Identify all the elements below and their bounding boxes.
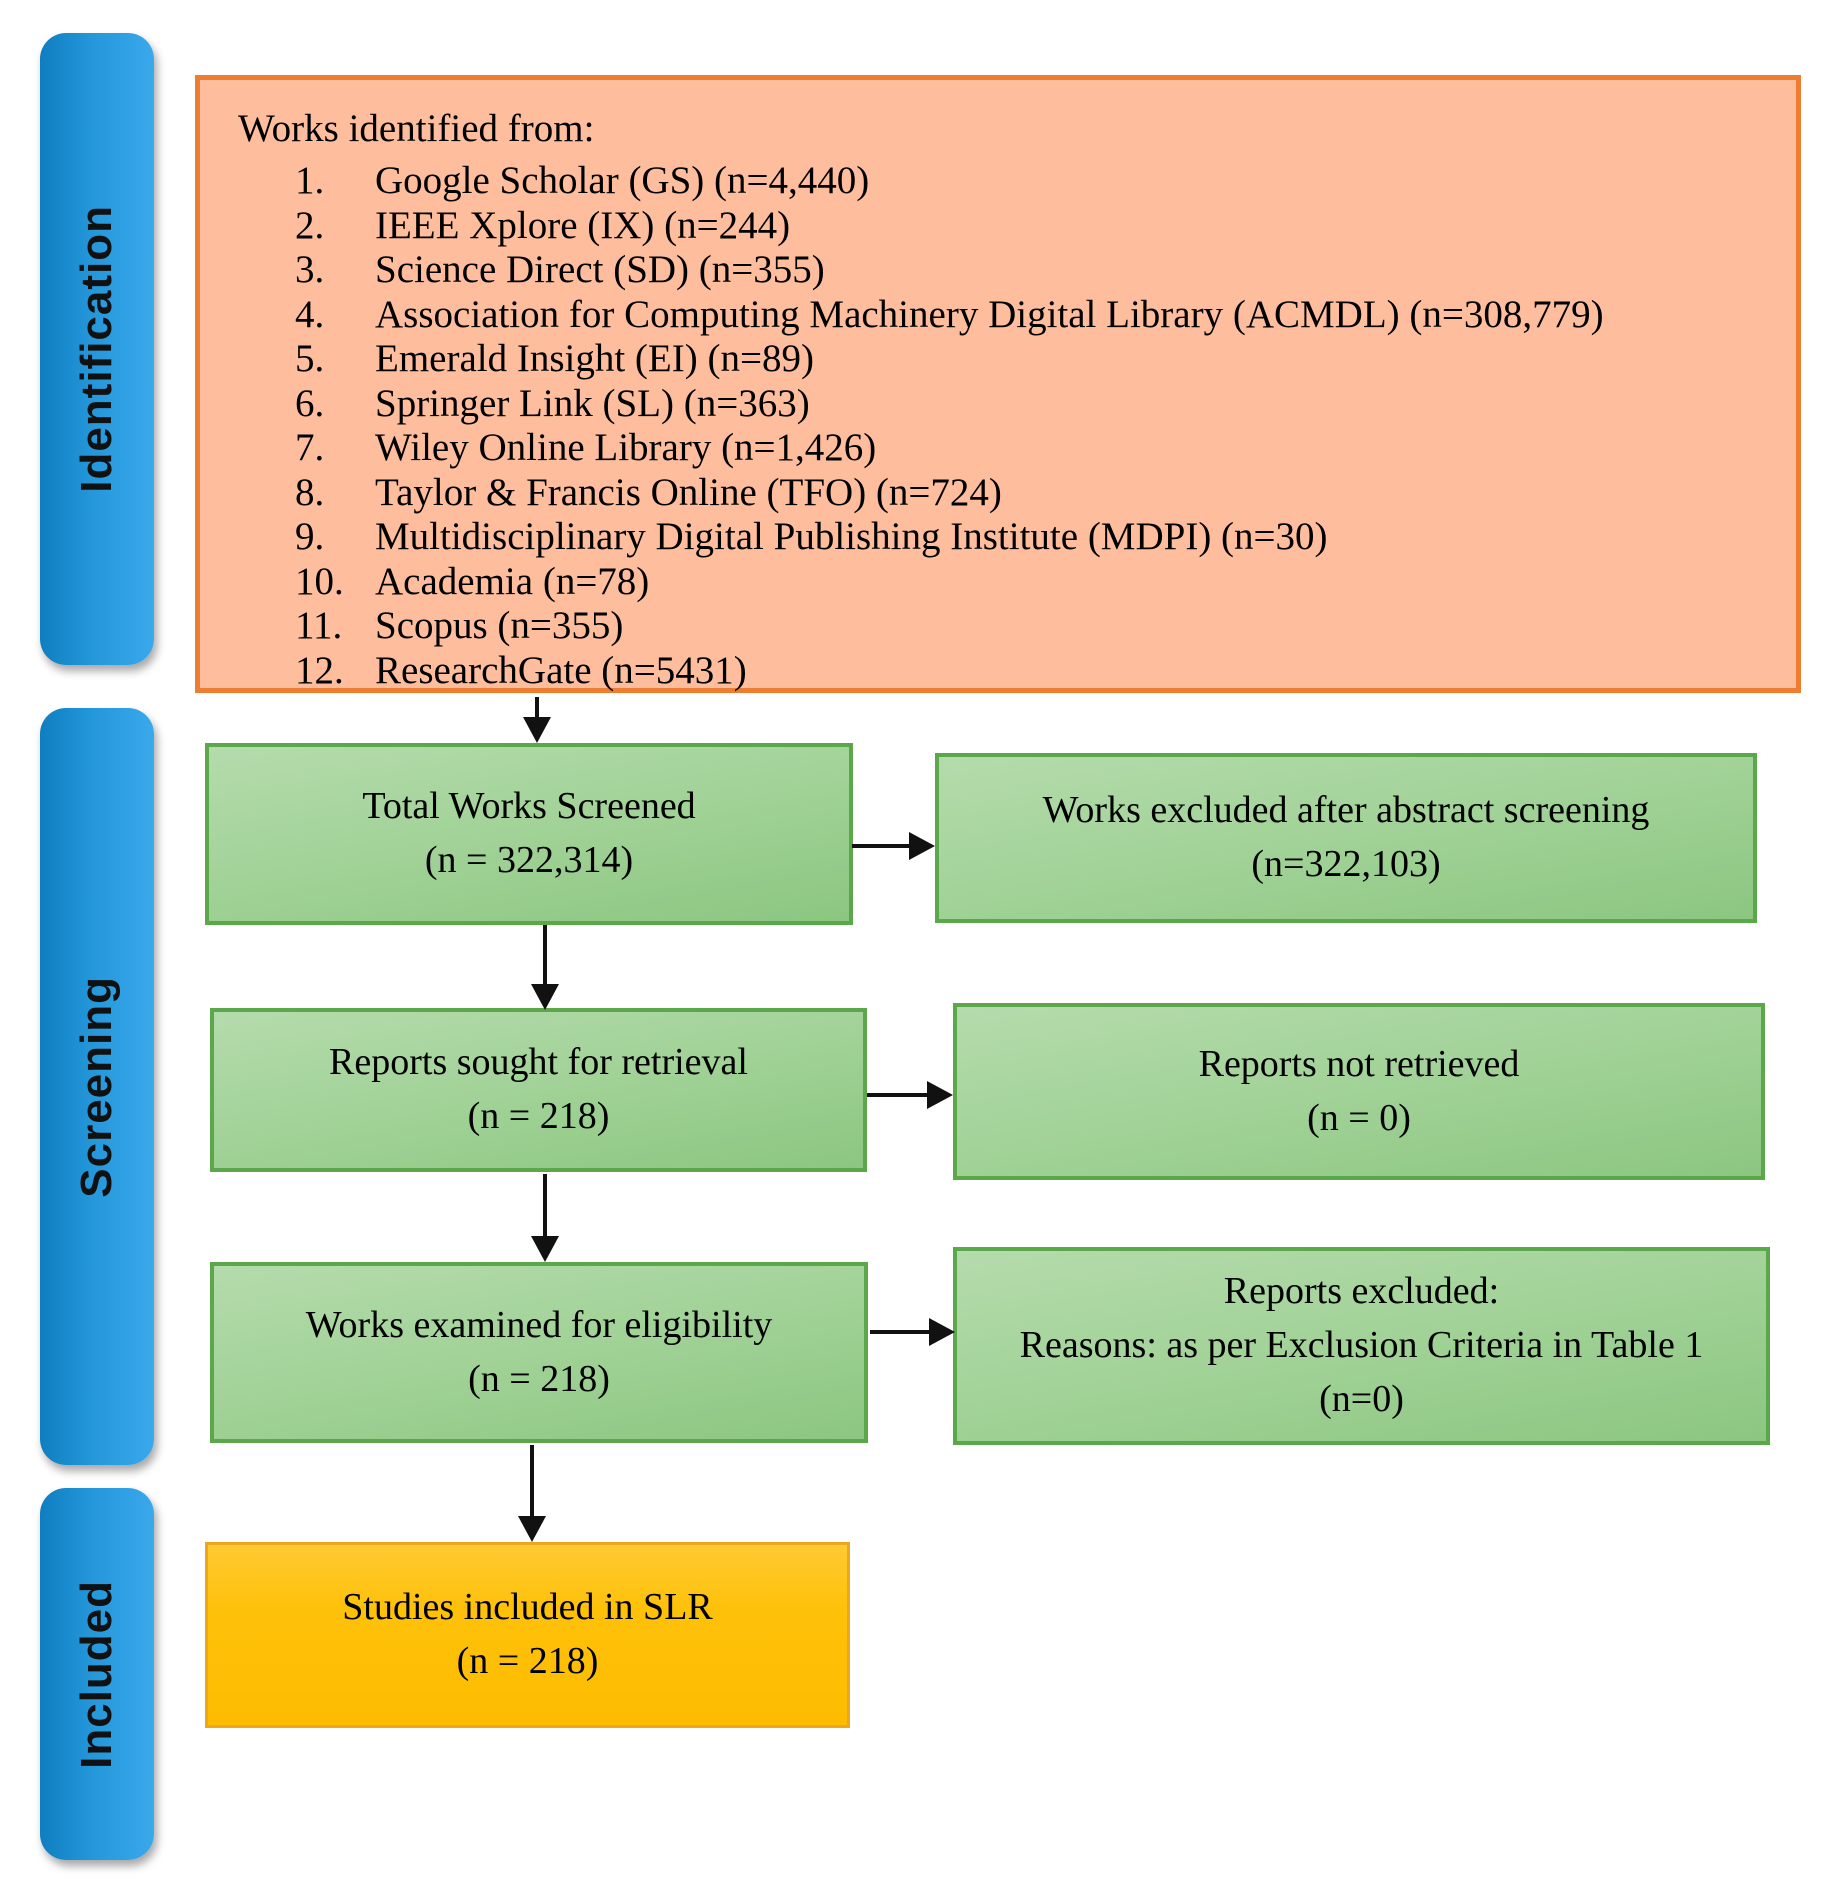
list-item-text: IEEE Xplore (IX) (n=244) bbox=[375, 203, 791, 247]
box-count: (n = 218) bbox=[467, 1095, 610, 1137]
stage-label-screening: Screening bbox=[72, 975, 121, 1198]
list-item-number: 8. bbox=[295, 470, 325, 514]
box-text: Reasons: as per Exclusion Criteria in Ta… bbox=[1019, 1324, 1704, 1367]
list-item-text: Springer Link (SL) (n=363) bbox=[375, 381, 810, 425]
stage-label-identification: Identification bbox=[72, 205, 121, 493]
list-item-number: 7. bbox=[295, 426, 325, 470]
list-item: 2. IEEE Xplore (IX) (n=244) bbox=[200, 204, 1796, 249]
list-item: 1. Google Scholar (GS) (n=4,440) bbox=[200, 159, 1796, 204]
list-item: 7. Wiley Online Library (n=1,426) bbox=[200, 426, 1796, 471]
list-item-number: 10. bbox=[295, 559, 344, 603]
list-item-text: Emerald Insight (EI) (n=89) bbox=[375, 337, 814, 381]
stage-bar-screening: Screening bbox=[40, 708, 154, 1465]
list-item-number: 12. bbox=[295, 648, 344, 692]
list-item-text: Taylor & Francis Online (TFO) (n=724) bbox=[375, 470, 1002, 514]
works-examined-box: Works examined for eligibility (n = 218) bbox=[210, 1262, 868, 1443]
reports-sought-box: Reports sought for retrieval (n = 218) bbox=[210, 1008, 867, 1172]
box-count: (n = 218) bbox=[468, 1357, 610, 1400]
list-item: 8. Taylor & Francis Online (TFO) (n=724) bbox=[200, 471, 1796, 516]
arrow-examined-to-included bbox=[530, 1445, 534, 1517]
box-text: Reports excluded: bbox=[1223, 1270, 1500, 1313]
arrow-screened-to-excluded bbox=[852, 844, 910, 848]
list-item: 4. Association for Computing Machinery Di… bbox=[200, 293, 1796, 338]
box-count: (n=322,103) bbox=[1251, 843, 1441, 885]
total-works-screened-box: Total Works Screened (n = 322,314) bbox=[205, 743, 853, 925]
list-item-text: Wiley Online Library (n=1,426) bbox=[375, 426, 877, 470]
list-item: 9. Multidisciplinary Digital Publishing I… bbox=[200, 515, 1796, 560]
works-excluded-abstract-box: Works excluded after abstract screening … bbox=[935, 753, 1757, 923]
list-item-text: Association for Computing Machinery Digi… bbox=[375, 292, 1604, 336]
stage-label-included: Included bbox=[72, 1579, 121, 1769]
list-item-text: ResearchGate (n=5431) bbox=[375, 648, 747, 692]
list-item: 11. Scopus (n=355) bbox=[200, 604, 1796, 649]
works-identified-box: Works identified from: 1. Google Scholar … bbox=[195, 75, 1801, 693]
list-item-text: Science Direct (SD) (n=355) bbox=[375, 248, 825, 292]
reports-not-retrieved-box: Reports not retrieved (n = 0) bbox=[953, 1003, 1765, 1180]
list-item-number: 9. bbox=[295, 515, 325, 559]
box-text: Works examined for eligibility bbox=[305, 1303, 773, 1346]
list-item: 10. Academia (n=78) bbox=[200, 560, 1796, 605]
list-item: 12. ResearchGate (n=5431) bbox=[200, 649, 1796, 694]
list-item-number: 3. bbox=[295, 248, 325, 292]
box-text: Reports sought for retrieval bbox=[329, 1041, 748, 1084]
list-item-text: Google Scholar (GS) (n=4,440) bbox=[375, 159, 870, 203]
list-item-number: 1. bbox=[295, 159, 325, 203]
list-item-text: Scopus (n=355) bbox=[375, 604, 624, 648]
list-item-number: 11. bbox=[295, 604, 343, 648]
list-item-number: 6. bbox=[295, 381, 325, 425]
stage-bar-included: Included bbox=[40, 1488, 154, 1860]
list-item-number: 2. bbox=[295, 203, 325, 247]
works-identified-title: Works identified from: bbox=[238, 107, 595, 150]
box-text: Reports not retrieved bbox=[1198, 1042, 1520, 1085]
arrow-screened-to-sought bbox=[543, 925, 547, 985]
list-item-text: Multidisciplinary Digital Publishing Ins… bbox=[375, 515, 1328, 559]
arrow-sought-to-not-retrieved bbox=[867, 1093, 928, 1097]
studies-included-box: Studies included in SLR (n = 218) bbox=[205, 1542, 850, 1728]
arrow-identified-to-screened bbox=[535, 697, 539, 718]
list-item: 6. Springer Link (SL) (n=363) bbox=[200, 382, 1796, 427]
box-text: Works excluded after abstract screening bbox=[1042, 789, 1650, 832]
list-item: 5. Emerald Insight (EI) (n=89) bbox=[200, 337, 1796, 382]
works-identified-list: 1. Google Scholar (GS) (n=4,440) 2. IEEE X… bbox=[200, 159, 1796, 693]
list-item-text: Academia (n=78) bbox=[375, 559, 650, 603]
arrow-examined-to-excluded bbox=[870, 1330, 930, 1334]
list-item: 3. Science Direct (SD) (n=355) bbox=[200, 248, 1796, 293]
stage-bar-identification: Identification bbox=[40, 33, 154, 665]
arrow-sought-to-examined bbox=[543, 1174, 547, 1237]
box-text: Studies included in SLR bbox=[342, 1586, 713, 1629]
box-count: (n = 322,314) bbox=[424, 839, 634, 881]
box-count: (n=0) bbox=[1319, 1377, 1404, 1420]
box-count: (n = 0) bbox=[1307, 1096, 1411, 1139]
box-text: Total Works Screened bbox=[362, 785, 696, 828]
list-item-number: 5. bbox=[295, 337, 325, 381]
box-count: (n = 218) bbox=[456, 1640, 599, 1682]
reports-excluded-box: Reports excluded: Reasons: as per Exclus… bbox=[953, 1247, 1770, 1445]
list-item-number: 4. bbox=[295, 292, 325, 336]
